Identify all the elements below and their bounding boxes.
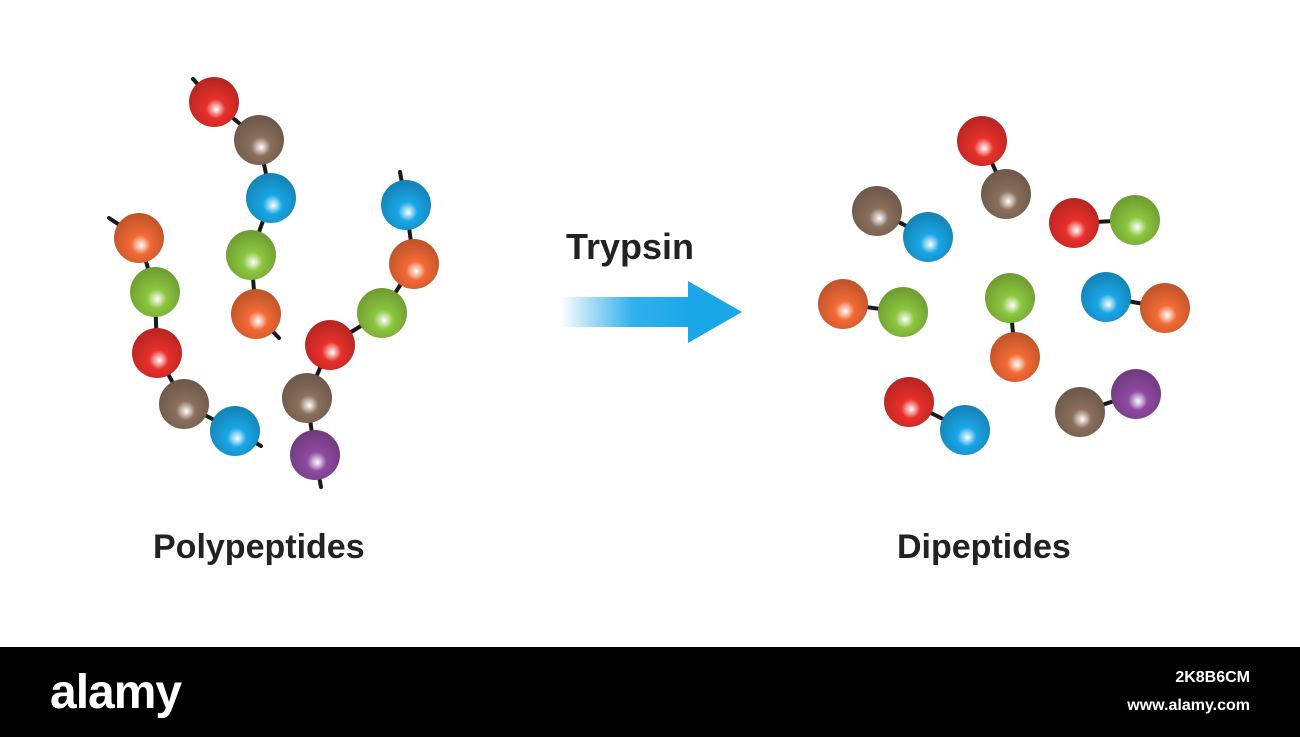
amino-acid-purple <box>1111 369 1161 419</box>
amino-acid-orange <box>1140 283 1190 333</box>
alamy-logo: alamy <box>50 666 182 719</box>
amino-acid-blue <box>1081 272 1131 322</box>
amino-acid-green <box>130 267 180 317</box>
amino-acid-green <box>226 230 276 280</box>
amino-acid-purple <box>290 430 340 480</box>
amino-acid-blue <box>940 405 990 455</box>
amino-acid-brown <box>1055 387 1105 437</box>
amino-acid-red <box>189 77 239 127</box>
amino-acid-red <box>1049 198 1099 248</box>
site-url: www.alamy.com <box>1127 697 1250 714</box>
amino-acid-orange <box>818 279 868 329</box>
amino-acid-brown <box>282 373 332 423</box>
image-id: 2K8B6CM <box>1175 669 1250 686</box>
amino-acid-blue <box>381 180 431 230</box>
amino-acid-blue <box>246 173 296 223</box>
amino-acid-brown <box>852 186 902 236</box>
amino-acid-brown <box>159 379 209 429</box>
amino-acid-green <box>1110 195 1160 245</box>
enzyme-label: Trypsin <box>566 226 695 267</box>
amino-acid-green <box>878 287 928 337</box>
amino-acid-orange <box>990 332 1040 382</box>
amino-acid-red <box>305 320 355 370</box>
amino-acid-green <box>985 273 1035 323</box>
amino-acid-brown <box>981 169 1031 219</box>
amino-acid-red <box>132 328 182 378</box>
amino-acid-blue <box>210 406 260 456</box>
amino-acid-red <box>884 377 934 427</box>
amino-acid-brown <box>234 115 284 165</box>
amino-acid-green <box>357 288 407 338</box>
dipeptides-label: Dipeptides <box>897 528 1071 566</box>
polypeptides-label: Polypeptides <box>153 528 365 566</box>
reaction-arrow <box>560 281 742 343</box>
amino-acid-blue <box>903 212 953 262</box>
bead-layer <box>114 77 1190 480</box>
amino-acid-red <box>957 116 1007 166</box>
amino-acid-orange <box>389 239 439 289</box>
amino-acid-orange <box>114 213 164 263</box>
amino-acid-orange <box>231 289 281 339</box>
arrow-shaft <box>560 297 692 327</box>
footer-bar: alamy 2K8B6CM www.alamy.com <box>0 647 1300 737</box>
arrow-head <box>688 281 742 343</box>
